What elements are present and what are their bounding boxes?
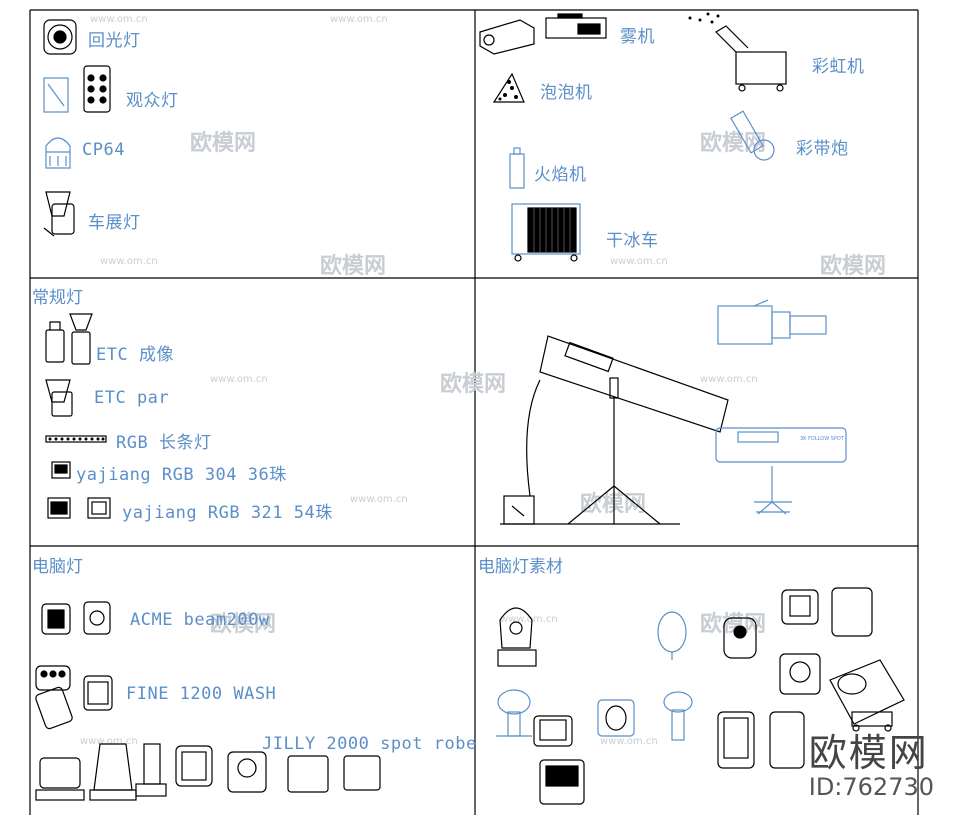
watermark-url: www.om.cn [700,374,758,385]
label-rainbow-machine: 彩虹机 [812,57,865,77]
moving-head-b-icon [657,611,687,660]
followspot-label: 3K FOLLOW SPOT [800,436,844,442]
logo-name: 欧模网 [808,731,929,775]
moving-head-j-icon [717,711,805,769]
watermark-url: www.om.cn [350,494,408,505]
label-rgb-bar: RGB 长条灯 [116,433,212,453]
label-rgb-304: yajiang RGB 304 36珠 [76,465,287,485]
audience-light-icon [43,65,111,113]
section-title-computer-materials: 电脑灯素材 [478,557,563,577]
watermark-url: www.om.cn [210,374,268,385]
watermark-brand: 欧模网 [700,131,767,156]
fine-wash-icon [35,665,113,730]
label-etc-par: ETC par [94,388,170,408]
moving-head-f-icon [533,715,573,747]
etc-par-icon [45,379,73,417]
ellipsoidal-spot-icon [717,299,827,345]
rgb-304-icon [51,461,71,479]
watermark-url: www.om.cn [80,736,138,747]
moving-head-h-icon [597,699,635,737]
label-rgb-321: yajiang RGB 321 54珠 [122,503,333,523]
watermark-brand: 欧模网 [190,131,257,156]
label-audience-light: 观众灯 [126,91,179,111]
watermark-url: www.om.cn [610,256,668,267]
rainbow-machine-icon [688,12,787,92]
car-show-light-icon [43,191,75,237]
watermark-brand: 欧模网 [210,612,277,637]
watermark-brand: 欧模网 [320,254,387,279]
label-fine-wash: FINE 1200 WASH [126,684,277,704]
3k-followspot-icon [715,427,847,515]
section-title-computer-lights: 电脑灯 [32,557,83,577]
confetti-cannon-icon [730,110,775,161]
followspot-tripod-icon [500,335,729,525]
watermark-brand: 欧模网 [440,372,507,397]
watermark-url: www.om.cn [600,736,658,747]
cp64-icon [45,137,71,169]
section-title-conventional: 常规灯 [32,288,83,308]
label-confetti-cannon: 彩带炮 [796,139,849,159]
fog-machine-icon [479,13,607,55]
watermark-brand: 欧模网 [700,612,767,637]
dry-ice-cart-icon [511,203,581,262]
label-bubble-machine: 泡泡机 [540,83,593,103]
label-follow-light: 回光灯 [88,31,141,51]
moving-head-d-icon [779,587,873,695]
label-jilly-spot: JILLY 2000 spot robe [262,734,477,754]
watermark-url: www.om.cn [100,256,158,267]
watermark-url: www.om.cn [500,614,558,625]
rgb-bar-icon [45,435,107,443]
logo-id: ID:762730 [808,773,934,801]
label-dry-ice-cart: 干冰车 [606,231,659,251]
label-car-show-light: 车展灯 [88,213,141,233]
moving-head-large-icon [829,659,905,732]
moving-head-e-icon [496,689,532,737]
jilly-spot-icon [35,743,381,801]
moving-head-g-icon [539,759,585,805]
label-acme-beam: ACME beam200w [130,610,270,630]
watermark-url: www.om.cn [330,14,388,25]
label-etc-source4: ETC 成像 [96,345,174,365]
rgb-321-icon [47,497,111,519]
watermark-brand: 欧模网 [820,254,887,279]
flame-machine-icon [509,147,525,189]
etc-source4-icon [45,313,93,365]
moving-head-c-icon [723,617,757,659]
label-cp64: CP64 [82,140,125,160]
follow-light-icon [43,19,77,55]
label-fog-machine: 雾机 [620,27,655,47]
brand-logo: 欧模网 ID:762730 [809,722,934,801]
label-flame-machine: 火焰机 [534,165,587,185]
watermark-url: www.om.cn [90,14,148,25]
moving-head-a-icon [497,607,537,667]
moving-head-i-icon [663,691,693,741]
acme-beam-icon [41,601,111,635]
bubble-machine-icon [492,72,525,103]
